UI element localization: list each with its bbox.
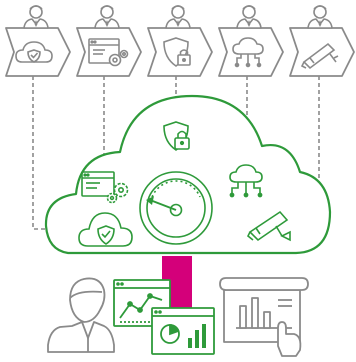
shield-lock-icon: [163, 37, 191, 67]
cloud-icons: [78, 121, 291, 247]
cloud-network-icon: [232, 37, 264, 68]
role-cloud-network: [218, 5, 284, 77]
role-surveillance: [289, 5, 355, 77]
role-cloud-security: [5, 5, 71, 77]
lock-icon: [163, 121, 190, 151]
user-icon: [47, 277, 115, 353]
role-access-control: [147, 5, 213, 77]
report-document-icon: [219, 277, 309, 357]
role-row: [5, 5, 355, 77]
browser-gear-icon: [81, 171, 129, 204]
security-camera-icon: [246, 210, 291, 242]
cloud-shield-icon: [78, 212, 133, 247]
cloud-shield-icon: [15, 41, 53, 63]
speedometer-icon: [139, 171, 213, 245]
security-camera-icon: [300, 42, 339, 70]
analytics-dashboard-icon: [151, 307, 215, 355]
browser-gear-icon: [88, 38, 129, 67]
role-app-config: [76, 5, 142, 77]
cloud-network-icon: [229, 164, 263, 198]
